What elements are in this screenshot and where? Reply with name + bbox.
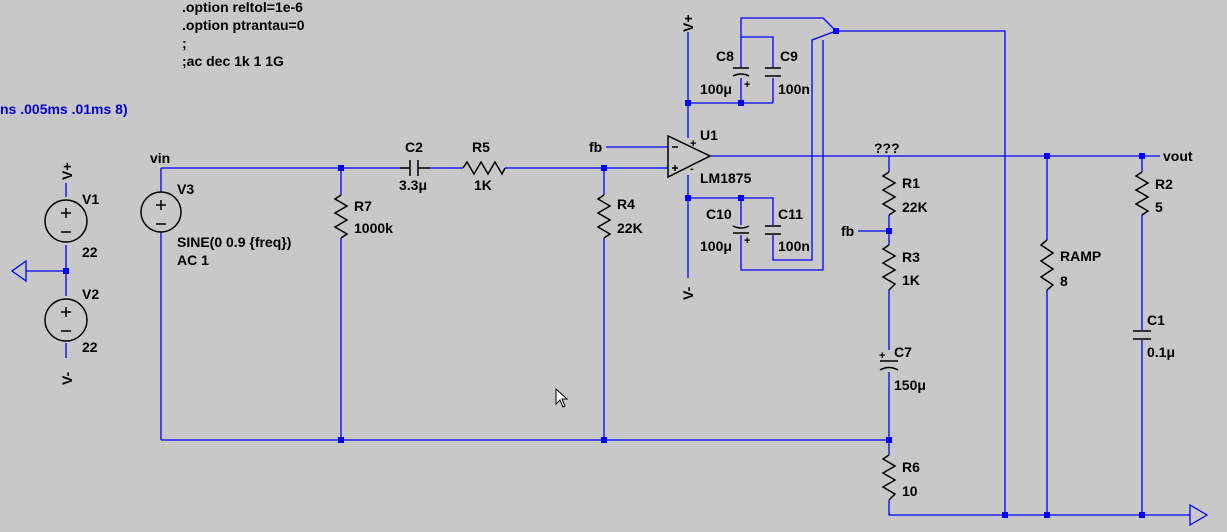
r4-value: 22K [617, 220, 643, 236]
v2-name: V2 [82, 286, 99, 302]
net-label-fb-node[interactable]: fb [841, 223, 854, 239]
ramp-value: 8 [1060, 273, 1068, 289]
resistor-ramp[interactable]: RAMP 8 [1039, 239, 1101, 291]
net-label-vminus[interactable]: V- [680, 286, 696, 300]
svg-text:-: - [690, 163, 694, 175]
resistor-r3[interactable]: R3 1K [881, 244, 920, 291]
r3-name: R3 [902, 249, 920, 265]
directive-line-2[interactable]: .option ptrantau=0 [182, 17, 305, 33]
svg-text:+: + [744, 79, 750, 91]
r1-value: 22K [902, 199, 928, 215]
ground-right-icon[interactable] [1189, 503, 1209, 527]
v3-name: V3 [177, 181, 194, 197]
v1-value: 22 [82, 244, 98, 260]
r5-name: R5 [472, 139, 490, 155]
ground-left-icon[interactable] [10, 259, 27, 283]
r1-name: R1 [902, 175, 920, 191]
v3-value: SINE(0 0.9 {freq}) [177, 234, 291, 250]
resistor-r7[interactable]: R7 1000k [333, 194, 393, 239]
resistor-r5[interactable]: R5 1K [462, 139, 506, 193]
wire-c11-gnd[interactable] [772, 30, 837, 261]
c8-name: C8 [716, 48, 734, 64]
c2-name: C2 [405, 139, 423, 155]
wire-r6-gnd[interactable] [888, 500, 1190, 516]
u1-name: U1 [700, 127, 718, 143]
v1-net-label: V+ [59, 162, 75, 180]
wire-c10-gnd[interactable] [740, 40, 824, 271]
directive-line-4[interactable]: ;ac dec 1k 1 1G [182, 53, 284, 69]
c10-name: C10 [706, 206, 732, 222]
resistor-r2[interactable]: R2 5 [1134, 171, 1173, 216]
wire-c9-top[interactable] [741, 36, 774, 68]
c7-name: C7 [894, 344, 912, 360]
source-v2[interactable]: V2 22 V- [44, 286, 99, 385]
capacitor-c10[interactable]: + C10 100μ [700, 206, 750, 254]
r3-value: 1K [902, 272, 920, 288]
svg-text:+: + [744, 235, 750, 247]
resistor-r6[interactable]: R6 10 [881, 454, 920, 501]
capacitor-c11[interactable]: C11 100n [765, 206, 810, 254]
r7-value: 1000k [354, 220, 393, 236]
capacitor-c2[interactable]: C2 3.3μ [399, 139, 430, 193]
wire-c8-gnd-top[interactable] [740, 17, 837, 37]
net-label-vplus[interactable]: V+ [680, 14, 696, 32]
c9-name: C9 [780, 48, 798, 64]
c1-value: 0.1μ [1147, 344, 1175, 360]
spice-directives[interactable]: .option reltol=1e-6 .option ptrantau=0 ;… [182, 0, 305, 69]
v2-value: 22 [82, 339, 98, 355]
capacitor-c7[interactable]: + C7 150μ [879, 344, 926, 393]
r6-name: R6 [902, 459, 920, 475]
r6-value: 10 [902, 483, 918, 499]
r2-name: R2 [1155, 176, 1173, 192]
c1-name: C1 [1147, 312, 1165, 328]
net-label-vin[interactable]: vin [150, 150, 170, 166]
source-v1[interactable]: V1 22 V+ [44, 162, 99, 260]
r2-value: 5 [1155, 199, 1163, 215]
c10-value: 100μ [700, 238, 732, 254]
capacitor-c8[interactable]: + C8 100μ [700, 48, 750, 97]
wire-c11-top[interactable] [741, 197, 774, 225]
c9-value: 100n [778, 81, 810, 97]
net-label-unknown[interactable]: ??? [874, 140, 900, 156]
net-label-vout[interactable]: vout [1163, 148, 1193, 164]
tran-directive[interactable]: ns .005ms .01ms 8) [0, 101, 128, 117]
capacitor-c1[interactable]: C1 0.1μ [1133, 312, 1175, 360]
svg-text:+: + [879, 350, 885, 362]
net-label-fb-input[interactable]: fb [589, 139, 602, 155]
source-v3[interactable]: V3 SINE(0 0.9 {freq}) AC 1 [140, 181, 291, 268]
resistor-r4[interactable]: R4 22K [596, 194, 643, 239]
r4-name: R4 [617, 196, 635, 212]
directive-line-1[interactable]: .option reltol=1e-6 [182, 0, 303, 15]
c8-value: 100μ [700, 81, 732, 97]
wire-gnd-right[interactable] [836, 30, 1006, 515]
v3-ac: AC 1 [177, 252, 209, 268]
c7-value: 150μ [894, 377, 926, 393]
wires[interactable] [26, 17, 1190, 516]
c11-value: 100n [778, 238, 810, 254]
svg-text:+: + [690, 138, 696, 150]
mouse-cursor-icon [555, 387, 569, 408]
junctions [63, 28, 1145, 518]
directive-line-3[interactable]: ; [182, 35, 187, 51]
r5-value: 1K [474, 177, 492, 193]
ramp-name: RAMP [1060, 248, 1101, 264]
c11-name: C11 [778, 206, 803, 222]
v2-net-label: V- [59, 371, 75, 385]
v1-name: V1 [82, 191, 99, 207]
capacitor-c9[interactable]: C9 100n [765, 48, 810, 97]
opamp-u1[interactable]: + - U1 LM1875 [667, 127, 752, 186]
u1-model: LM1875 [700, 170, 752, 186]
c2-value: 3.3μ [399, 177, 427, 193]
r7-name: R7 [354, 198, 372, 214]
resistor-r1[interactable]: R1 22K [881, 171, 928, 216]
